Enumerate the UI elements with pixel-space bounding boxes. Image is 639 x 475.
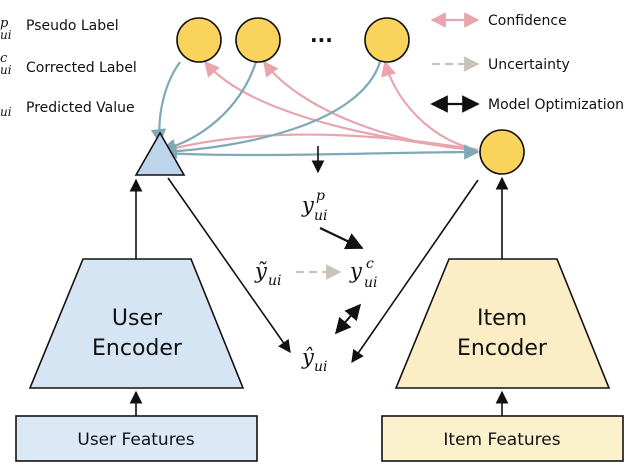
corrected-y: y xyxy=(349,259,363,283)
user-curve-3 xyxy=(161,61,382,159)
confidence-curve-4 xyxy=(159,133,479,154)
corrected-sub: ui xyxy=(364,275,378,291)
pseudo-label-circle-2 xyxy=(235,17,281,63)
legend-predicted-sub: ui xyxy=(0,105,12,119)
legend-model-optimization: Model Optimization xyxy=(430,95,624,113)
pseudo-sub: ui xyxy=(314,208,328,224)
legend-confidence: Confidence xyxy=(430,12,567,29)
legend-corrected-sub: ui xyxy=(0,63,12,77)
tilde-y: ỹ xyxy=(254,259,268,283)
legend-corrected-sup: c xyxy=(0,51,8,66)
legend-corrected-text: Corrected Label xyxy=(26,60,137,76)
user-features-box xyxy=(15,415,258,462)
legend-confidence-text: Confidence xyxy=(488,13,567,29)
legend-pseudo-sub: ui xyxy=(0,28,12,42)
user-encoder-line2: Encoder xyxy=(92,336,183,361)
legend-pseudo-label: p ui Pseudo Label xyxy=(0,16,119,42)
legend-pseudo-sup: p xyxy=(0,16,9,31)
user-features-label: User Features xyxy=(77,430,194,450)
item-encoder-line1: Item xyxy=(477,306,527,331)
item-encoder-block xyxy=(394,258,611,389)
uncertainty-math: ỹ ui xyxy=(254,259,282,289)
user-encoder-line1: User xyxy=(112,306,163,331)
item-output-circle xyxy=(479,129,525,175)
legend-pseudo-text: Pseudo Label xyxy=(26,18,119,34)
user-curve-1 xyxy=(150,61,181,145)
item-features-label: Item Features xyxy=(443,430,560,450)
hat-y: ŷ xyxy=(301,345,315,369)
arrow-model-optimization xyxy=(334,303,362,335)
pseudo-label-circle-1 xyxy=(176,17,222,63)
corrected-label-math: y c ui xyxy=(349,256,378,291)
legend-uncertainty-text: Uncertainty xyxy=(488,57,570,73)
arrow-pseudo-to-corrected xyxy=(319,227,364,250)
tilde-sub: ui xyxy=(268,273,282,289)
confidence-curve-2 xyxy=(263,60,479,152)
ellipsis-text: ... xyxy=(310,23,333,47)
legend-uncertainty: Uncertainty xyxy=(432,56,570,73)
pseudo-label-math: y p ui xyxy=(301,188,328,224)
confidence-curve-3 xyxy=(381,60,479,152)
arrow-circle-to-prediction xyxy=(351,179,479,364)
item-features-box xyxy=(381,415,624,462)
user-output-triangle xyxy=(134,131,186,176)
pseudo-sup: p xyxy=(316,188,325,204)
user-encoder-block xyxy=(28,258,245,389)
arrow-triangle-to-prediction xyxy=(167,177,291,354)
prediction-math: ŷ ui xyxy=(301,345,328,375)
confidence-curves xyxy=(159,60,479,154)
user-curve-4 xyxy=(161,144,480,160)
legend-corrected-label: c ui Corrected Label xyxy=(0,51,137,77)
hat-sub: ui xyxy=(314,359,328,375)
pseudo-label-circle-3 xyxy=(364,17,410,63)
pseudo-y: y xyxy=(301,193,315,217)
item-encoder-line2: Encoder xyxy=(457,336,548,361)
legend-model-opt-text: Model Optimization xyxy=(488,97,624,113)
corrected-sup: c xyxy=(366,256,374,272)
legend-predicted-text: Predicted Value xyxy=(26,100,135,116)
legend-predicted-value: ui Predicted Value xyxy=(0,100,135,119)
flow-arrows xyxy=(129,146,509,416)
user-curves xyxy=(150,61,480,160)
